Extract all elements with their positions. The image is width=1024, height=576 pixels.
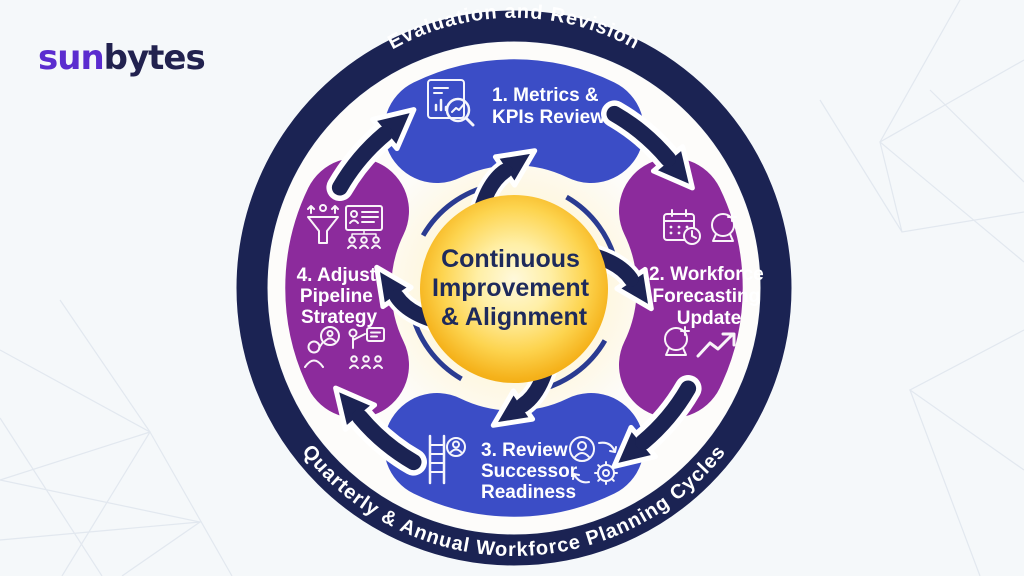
logo-bytes: bytes	[103, 38, 206, 78]
center-title: Continuous Improvement & Alignment	[432, 245, 596, 331]
calendar-clock-icon	[663, 209, 701, 245]
trend-arrow-icon	[696, 332, 736, 358]
step-3-label: 3. Review Successor Readiness	[481, 440, 582, 503]
center-circle	[420, 195, 608, 383]
org-chart-board-icon	[345, 205, 383, 249]
career-ladder-person-icon	[428, 434, 466, 485]
crystal-ball-icon	[711, 212, 737, 242]
talent-funnel-icon	[307, 204, 339, 244]
person-gear-sync-icon	[569, 436, 618, 485]
sunbytes-logo: sunbytes	[38, 38, 206, 78]
crystal-ball-sparkle-icon	[664, 326, 690, 356]
logo-sun: sun	[38, 38, 105, 78]
step-4-label: 4. Adjust Pipeline Strategy	[297, 265, 382, 328]
outer-ring	[236, 10, 792, 566]
step-1-label: 1. Metrics & KPIs Review	[492, 85, 605, 128]
step-1-segment	[384, 59, 644, 183]
person-chat-bubble-icon	[304, 326, 340, 368]
presenter-team-icon	[348, 327, 385, 369]
step-3-segment	[384, 393, 644, 517]
step-2-segment	[619, 158, 743, 418]
chart-report-magnifier-icon	[427, 79, 475, 127]
step-2-label: 2. Workforce Forecasting Update	[649, 264, 769, 329]
step-4-segment	[285, 158, 409, 418]
